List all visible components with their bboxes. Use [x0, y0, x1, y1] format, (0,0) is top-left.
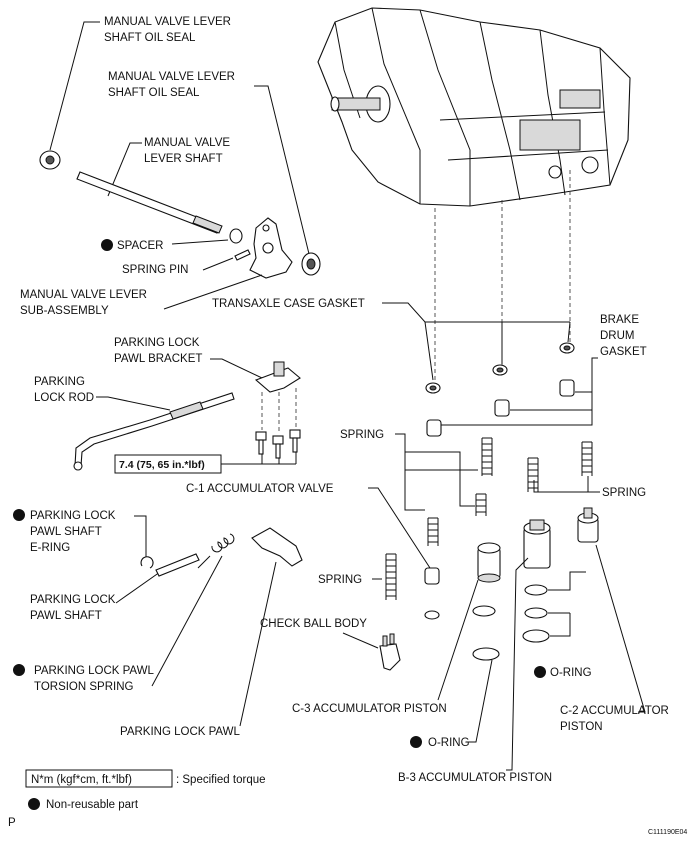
legend-torque-unit: N*m (kgf*cm, ft.*lbf) — [31, 774, 132, 786]
c2-orings — [522, 584, 550, 643]
torque-unit-box — [25, 769, 173, 788]
oil-seal-1-label-line2: SHAFT OIL SEAL — [104, 32, 196, 44]
oil-seal-1-part — [39, 150, 61, 170]
torsion-spring-label-line2: TORSION SPRING — [34, 681, 134, 693]
lever-sub-assembly-part — [249, 217, 293, 279]
spring-1-label: SPRING — [340, 429, 384, 441]
legend-non-reusable: Non-reusable part — [46, 799, 139, 811]
check-ball-label: CHECK BALL BODY — [260, 618, 367, 630]
brake-drum-label-line2: DRUM — [600, 330, 635, 342]
pawl-shaft-part — [155, 553, 200, 577]
torque-callout: 7.4 (75, 65 in.*lbf) — [114, 452, 297, 474]
check-ball-part — [379, 633, 401, 671]
c2-piston-label-line2: PISTON — [560, 721, 603, 733]
legend: N*m (kgf*cm, ft.*lbf) : Specified torque… — [25, 769, 266, 811]
oil-seal-2-part — [301, 252, 321, 276]
torsion-spring-non-reusable-mark — [13, 664, 25, 676]
e-ring-non-reusable-mark — [13, 509, 25, 521]
c3-piston-part — [477, 542, 501, 583]
lever-shaft-part — [76, 171, 223, 234]
lock-pawl-label: PARKING LOCK PAWL — [120, 726, 241, 738]
lock-pawl-part — [251, 527, 303, 567]
spring-pin-label: SPRING PIN — [122, 264, 188, 276]
torque-value: 7.4 (75, 65 in.*lbf) — [119, 459, 205, 471]
legend-torque-desc: : Specified torque — [176, 774, 266, 786]
oil-seal-1-label-line1: MANUAL VALVE LEVER — [104, 16, 231, 28]
lock-rod-label-line1: PARKING — [34, 376, 85, 388]
e-ring-label-line2: PAWL SHAFT — [30, 526, 102, 538]
figure-code: C111190E04 — [648, 829, 687, 836]
c2-piston-label-line1: C-2 ACCUMULATOR — [560, 705, 669, 717]
e-ring-label-line1: PARKING LOCK — [30, 510, 116, 522]
case-gasket-rings — [425, 342, 575, 394]
brake-drum-label-line3: GASKET — [600, 346, 647, 358]
b3-piston-part — [523, 519, 551, 569]
oring-2-label: O-RING — [428, 737, 470, 749]
case-gasket-label: TRANSAXLE CASE GASKET — [212, 298, 365, 310]
lever-shaft-label-line1: MANUAL VALVE — [144, 137, 230, 149]
c1-valve-label: C-1 ACCUMULATOR VALVE — [186, 483, 334, 495]
oring-1-label: O-RING — [550, 667, 592, 679]
spring-3-part — [385, 553, 397, 600]
b3-piston-label: B-3 ACCUMULATOR PISTON — [398, 772, 552, 784]
transaxle-case-illustration — [317, 7, 631, 207]
pawl-bracket-part — [254, 361, 301, 393]
torsion-spring-part — [197, 533, 235, 569]
torsion-spring-label-line1: PARKING LOCK PAWL — [34, 665, 155, 677]
spring-2-label: SPRING — [602, 487, 646, 499]
brake-drum-label-line1: BRAKE — [600, 314, 639, 326]
spring-pin-part — [234, 249, 251, 261]
pawl-bracket-label-line2: PAWL BRACKET — [114, 353, 202, 365]
c3-piston-label: C-3 ACCUMULATOR PISTON — [292, 703, 447, 715]
brake-drum-gasket-parts — [426, 379, 575, 437]
springs-upper — [427, 437, 593, 546]
e-ring-part — [140, 556, 154, 569]
oring-1-non-reusable-mark — [534, 666, 546, 678]
bracket-bolts — [255, 429, 301, 459]
e-ring-label-line3: E-RING — [30, 542, 70, 554]
corner-mark: P — [8, 817, 16, 829]
spacer-label: SPACER — [117, 240, 163, 252]
oil-seal-2-label-line2: SHAFT OIL SEAL — [108, 87, 200, 99]
c3-oring — [472, 605, 496, 617]
lever-shaft-label-line2: LEVER SHAFT — [144, 153, 223, 165]
lever-sub-label-line1: MANUAL VALVE LEVER — [20, 289, 147, 301]
c1-valve-ring — [424, 610, 440, 620]
spring-3-label: SPRING — [318, 574, 362, 586]
pawl-shaft-label-line2: PAWL SHAFT — [30, 610, 102, 622]
c1-valve-part — [424, 567, 440, 585]
lock-rod-part — [73, 392, 235, 471]
pawl-shaft-label-line1: PARKING LOCK — [30, 594, 116, 606]
legend-non-reusable-mark — [28, 798, 40, 810]
lock-rod-label-line2: LOCK ROD — [34, 392, 94, 404]
spacer-part — [229, 228, 243, 244]
c3-oring-2 — [472, 647, 500, 661]
pawl-bracket-label-line1: PARKING LOCK — [114, 337, 200, 349]
oil-seal-2-label-line1: MANUAL VALVE LEVER — [108, 71, 235, 83]
c2-piston-part — [577, 507, 599, 543]
oring-2-non-reusable-mark — [410, 736, 422, 748]
spacer-non-reusable-mark — [101, 239, 113, 251]
lever-sub-label-line2: SUB-ASSEMBLY — [20, 305, 109, 317]
